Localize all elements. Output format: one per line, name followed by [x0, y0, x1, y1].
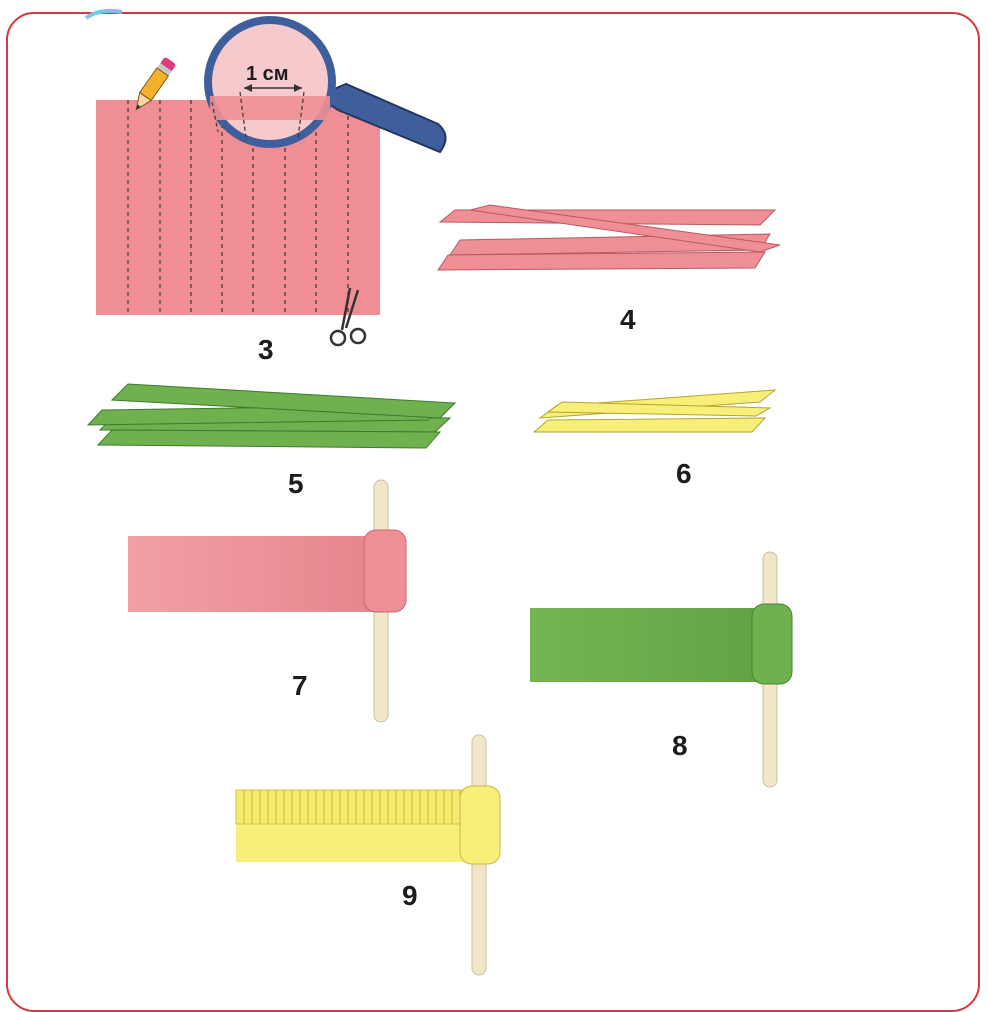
step-6-yellow-strips	[534, 390, 775, 432]
illustration-canvas	[0, 0, 988, 978]
step-number-8: 8	[672, 730, 688, 762]
corner-decoration	[86, 11, 122, 18]
step-number-5: 5	[288, 468, 304, 500]
step-number-7: 7	[292, 670, 308, 702]
step-number-9: 9	[402, 880, 418, 912]
step-9-yellow-roll	[236, 735, 500, 975]
step-5-green-strips	[88, 384, 455, 448]
measurement-label: 1 см	[246, 63, 289, 86]
step-7-pink-roll	[128, 480, 406, 722]
step-number-6: 6	[676, 458, 692, 490]
step-number-4: 4	[620, 304, 636, 336]
step-4-pink-strips	[438, 205, 780, 270]
step-8-green-roll	[530, 552, 792, 787]
step-number-3: 3	[258, 334, 274, 366]
